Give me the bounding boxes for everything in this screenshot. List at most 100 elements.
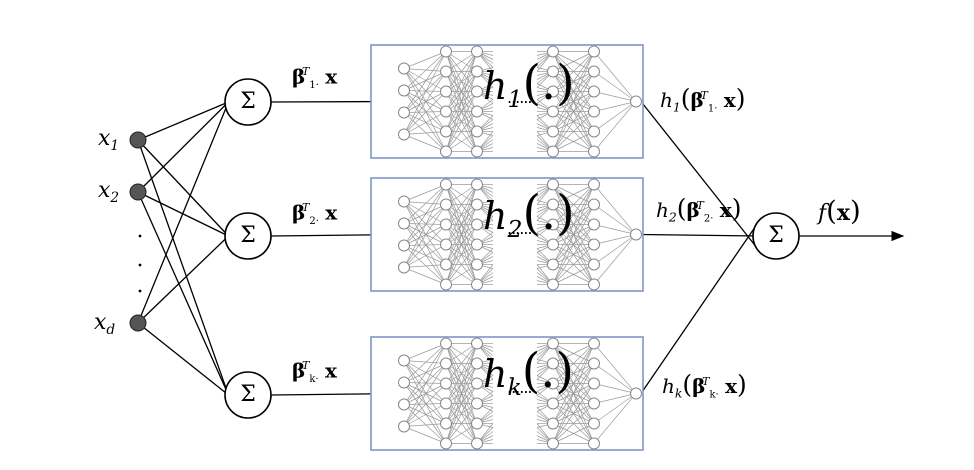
subnetwork-neuron: [547, 178, 559, 191]
subnetwork-neuron: [440, 65, 452, 78]
subnetwork-function-label-1: h1(.): [483, 56, 575, 114]
subnetwork-edge: [445, 91, 478, 152]
subnetwork-neuron: [547, 437, 559, 450]
subnetwork-edge: [593, 101, 637, 152]
subnetwork-edge: [445, 51, 478, 72]
subnetwork-neuron: [630, 387, 642, 400]
subnetwork-neuron: [471, 278, 483, 291]
final-output-label: f(x): [818, 195, 861, 227]
subnetwork-edge: [403, 403, 447, 427]
subnetwork-edge: [445, 51, 478, 132]
subnetwork-edge: [403, 201, 447, 205]
subnetwork-neuron: [471, 258, 483, 271]
subnetwork-neuron: [398, 195, 410, 208]
subnetwork-function-label-k: hk(.): [483, 344, 574, 402]
input-connections: [137, 100, 759, 396]
subnetwork-edge: [403, 204, 447, 224]
subnetwork-edge: [403, 343, 447, 383]
input-node-1: [129, 131, 147, 149]
subnetwork-edge: [403, 244, 447, 268]
subnetwork-edge: [552, 184, 595, 205]
subnetwork-edge: [593, 224, 637, 235]
subnetwork-edge: [552, 343, 595, 384]
subnetwork-edge: [403, 343, 447, 427]
subnetwork-edge: [403, 111, 447, 135]
subnetwork-neuron: [471, 178, 483, 191]
projection-label-1: βT1· x: [292, 64, 338, 91]
subnetwork-edge: [403, 360, 447, 424]
subnetwork-neuron: [398, 376, 410, 389]
subnetwork-edge: [445, 224, 478, 285]
subnetwork-neuron: [547, 105, 559, 118]
subnetwork-neuron: [588, 437, 600, 450]
subnetwork-edge: [552, 51, 595, 92]
subnetwork-edge: [403, 201, 447, 265]
subnetwork-edge: [445, 51, 478, 152]
subnetwork-neuron: [630, 95, 642, 108]
input-edge-3-3: [137, 322, 229, 396]
subnetwork-neuron: [588, 357, 600, 370]
subnetwork-edge: [403, 245, 447, 265]
subnetwork-graph-1: [398, 45, 642, 158]
subnetwork-edge: [552, 51, 595, 72]
subnetwork-neuron: [471, 417, 483, 430]
subnetwork-edge: [445, 71, 478, 152]
projection-label-k: βTk· x: [292, 358, 337, 385]
subnetwork-neuron: [547, 417, 559, 430]
subnetwork-edge: [552, 363, 595, 444]
input-edge-3-1: [137, 101, 230, 324]
subnetwork-edge: [445, 383, 478, 444]
subnetwork-edge: [552, 184, 595, 225]
subnetwork-edge: [403, 71, 447, 113]
subnetwork-edge: [552, 71, 595, 152]
subnetwork-edge: [445, 51, 478, 112]
branch-output-label-1: h1(βT1· x): [660, 84, 746, 115]
subnetwork-edge: [593, 383, 637, 394]
subnetwork-neuron: [588, 417, 600, 430]
subnetwork-edge: [552, 264, 595, 285]
subnetwork-neuron: [471, 145, 483, 158]
subnetwork-neuron: [588, 377, 600, 390]
subnetwork-edge: [403, 404, 447, 444]
subnetwork-neuron: [471, 337, 483, 350]
subnetwork-neuron: [398, 354, 410, 367]
subnetwork-edge: [552, 111, 595, 152]
subnetwork-edge: [593, 51, 637, 102]
subnetwork-edge: [445, 184, 478, 285]
subnetwork-edge: [403, 68, 447, 112]
subnetwork-edge: [445, 184, 478, 225]
nodes-layer: [129, 78, 905, 419]
subnetwork-edge: [445, 403, 478, 444]
subnetwork-edge: [593, 204, 637, 235]
input-node-3: [129, 314, 147, 332]
subnetwork-edge: [445, 111, 478, 152]
subnetwork-neuron: [588, 85, 600, 98]
subnetwork-edge: [403, 51, 447, 135]
subnetwork-edge: [552, 51, 595, 152]
subnetwork-neuron: [588, 337, 600, 350]
subnetwork-edge: [403, 245, 447, 285]
subnetwork-edge: [445, 343, 478, 404]
subnetwork-neuron: [440, 337, 452, 350]
subnetwork-edge: [552, 51, 595, 132]
subnetwork-neuron: [471, 85, 483, 98]
subnetwork-edge: [445, 343, 478, 444]
subnetwork-edge: [403, 90, 447, 112]
subnetwork-edge: [552, 343, 595, 404]
subnetwork-edge: [593, 101, 637, 132]
subnetwork-edge: [445, 423, 478, 444]
subnetwork-edge: [403, 404, 447, 424]
subnetwork-edge: [552, 403, 595, 444]
subnetwork-neuron: [471, 238, 483, 251]
subnetwork-edge: [552, 423, 595, 444]
output-sum-node-label: Σ: [768, 223, 784, 248]
subnetwork-neuron: [547, 377, 559, 390]
sum-node-label-2: Σ: [240, 223, 256, 248]
subnetwork-neuron: [588, 178, 600, 191]
subnetwork-neuron: [471, 437, 483, 450]
subnetwork-edge: [403, 223, 447, 285]
subnetwork-edge: [403, 111, 447, 113]
subnetwork-edge: [552, 184, 595, 245]
subnetwork-edge: [403, 112, 447, 152]
